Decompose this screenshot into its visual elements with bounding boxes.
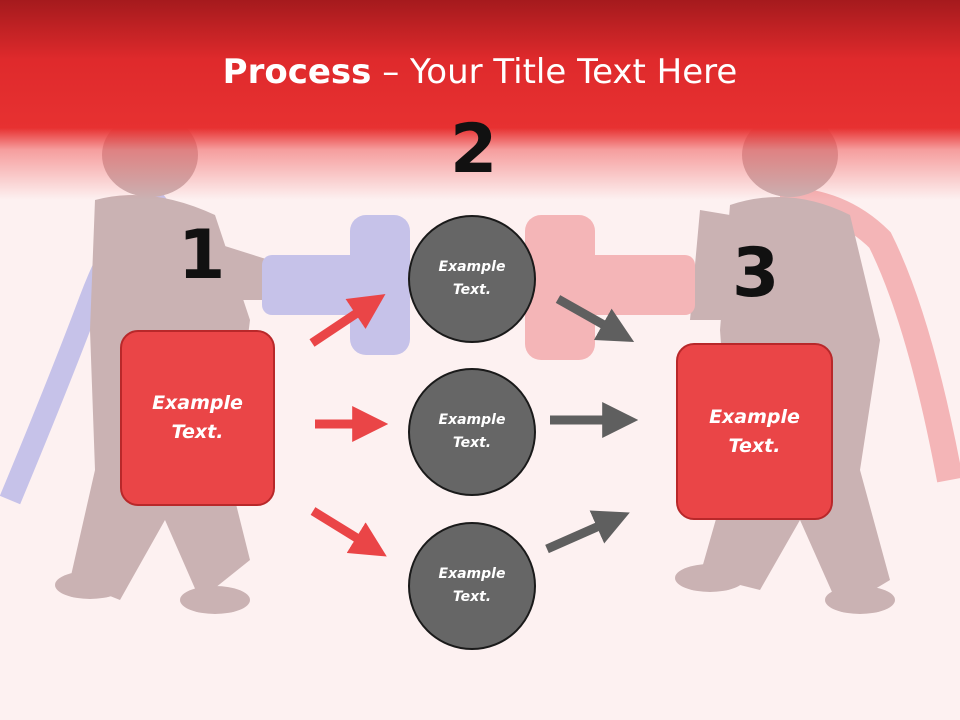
title-dash: –	[371, 52, 411, 92]
arrow-gray-down	[555, 295, 635, 342]
title-bold: Process	[222, 52, 372, 92]
circle-bottom-line1: Example	[438, 566, 506, 582]
slide-title: Process – Your Title Text Here	[0, 52, 960, 92]
circle-bottom-line2: Text.	[452, 589, 492, 605]
step-number-1: 1	[178, 216, 226, 295]
step-number-2: 2	[450, 110, 498, 189]
arrow-red-down	[310, 507, 387, 557]
circle-top-line2: Text.	[452, 282, 492, 298]
right-box-line2: Text.	[728, 434, 781, 457]
circle-top-line1: Example	[438, 259, 506, 275]
title-banner	[0, 0, 960, 200]
title-rest: Your Title Text Here	[410, 52, 738, 92]
left-box-line1: Example	[152, 392, 243, 414]
circle-middle-line2: Text.	[452, 435, 492, 451]
arrow-red-up	[309, 294, 386, 347]
arrow-gray-up	[545, 510, 630, 554]
step-number-3: 3	[732, 234, 780, 313]
left-box-line2: Text.	[171, 421, 224, 443]
circle-middle-line1: Example	[438, 412, 506, 428]
right-box-line1: Example	[709, 405, 800, 428]
